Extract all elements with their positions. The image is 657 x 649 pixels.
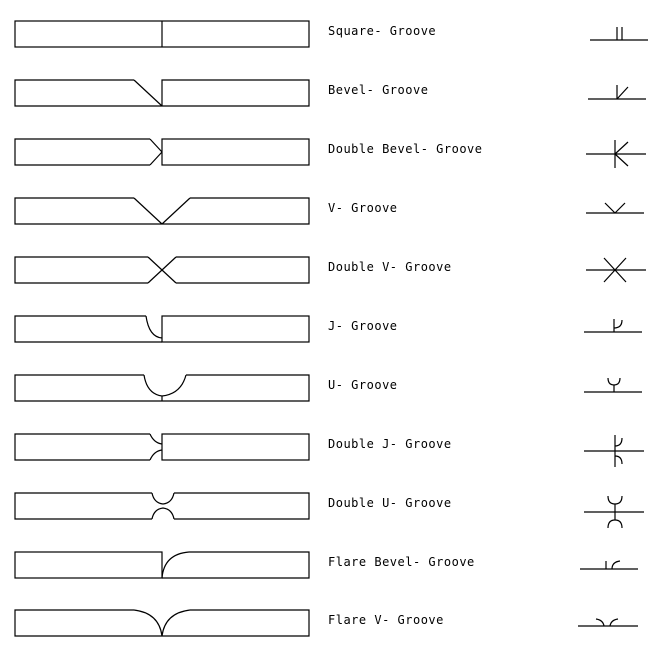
j-groove-symbol — [584, 319, 642, 333]
double-v-groove-joint-drawing — [14, 256, 310, 284]
square-groove-symbol — [590, 27, 648, 41]
square-groove-joint-drawing — [14, 20, 310, 48]
double-bevel-groove-joint-drawing — [14, 138, 310, 166]
groove-row-double-bevel: Double Bevel- Groove — [0, 134, 657, 174]
bevel-groove-symbol — [588, 85, 646, 100]
double-j-groove-joint-drawing — [14, 433, 310, 461]
groove-row-double-v: Double V- Groove — [0, 252, 657, 292]
flare-bevel-groove-label: Flare Bevel- Groove — [328, 555, 475, 569]
j-groove-joint-drawing — [14, 315, 310, 343]
u-groove-symbol — [584, 377, 642, 393]
double-u-groove-label: Double U- Groove — [328, 496, 452, 510]
groove-row-v: V- Groove — [0, 193, 657, 233]
groove-row-flare-bevel: Flare Bevel- Groove — [0, 547, 657, 587]
double-v-groove-symbol — [586, 257, 646, 283]
groove-row-flare-v: Flare V- Groove — [0, 605, 657, 645]
j-groove-label: J- Groove — [328, 319, 398, 333]
bevel-groove-joint-drawing — [14, 79, 310, 107]
groove-row-square: Square- Groove — [0, 16, 657, 56]
double-bevel-groove-symbol — [586, 140, 646, 168]
double-bevel-groove-label: Double Bevel- Groove — [328, 142, 483, 156]
bevel-groove-label: Bevel- Groove — [328, 83, 429, 97]
flare-v-groove-joint-drawing — [14, 609, 310, 637]
flare-bevel-groove-symbol — [580, 560, 638, 570]
groove-row-double-u: Double U- Groove — [0, 488, 657, 529]
double-j-groove-symbol — [584, 435, 644, 467]
flare-v-groove-label: Flare V- Groove — [328, 613, 444, 627]
double-v-groove-label: Double V- Groove — [328, 260, 452, 274]
groove-row-bevel: Bevel- Groove — [0, 75, 657, 115]
u-groove-label: U- Groove — [328, 378, 398, 392]
double-u-groove-symbol — [584, 495, 644, 529]
v-groove-joint-drawing — [14, 197, 310, 225]
v-groove-symbol — [586, 202, 644, 214]
groove-row-double-j: Double J- Groove — [0, 429, 657, 469]
groove-row-u: U- Groove — [0, 370, 657, 410]
u-groove-joint-drawing — [14, 374, 310, 402]
groove-row-j: J- Groove — [0, 311, 657, 351]
v-groove-label: V- Groove — [328, 201, 398, 215]
square-groove-label: Square- Groove — [328, 24, 437, 38]
double-u-groove-joint-drawing — [14, 492, 310, 520]
flare-v-groove-symbol — [578, 618, 638, 627]
double-j-groove-label: Double J- Groove — [328, 437, 452, 451]
flare-bevel-groove-joint-drawing — [14, 551, 310, 579]
